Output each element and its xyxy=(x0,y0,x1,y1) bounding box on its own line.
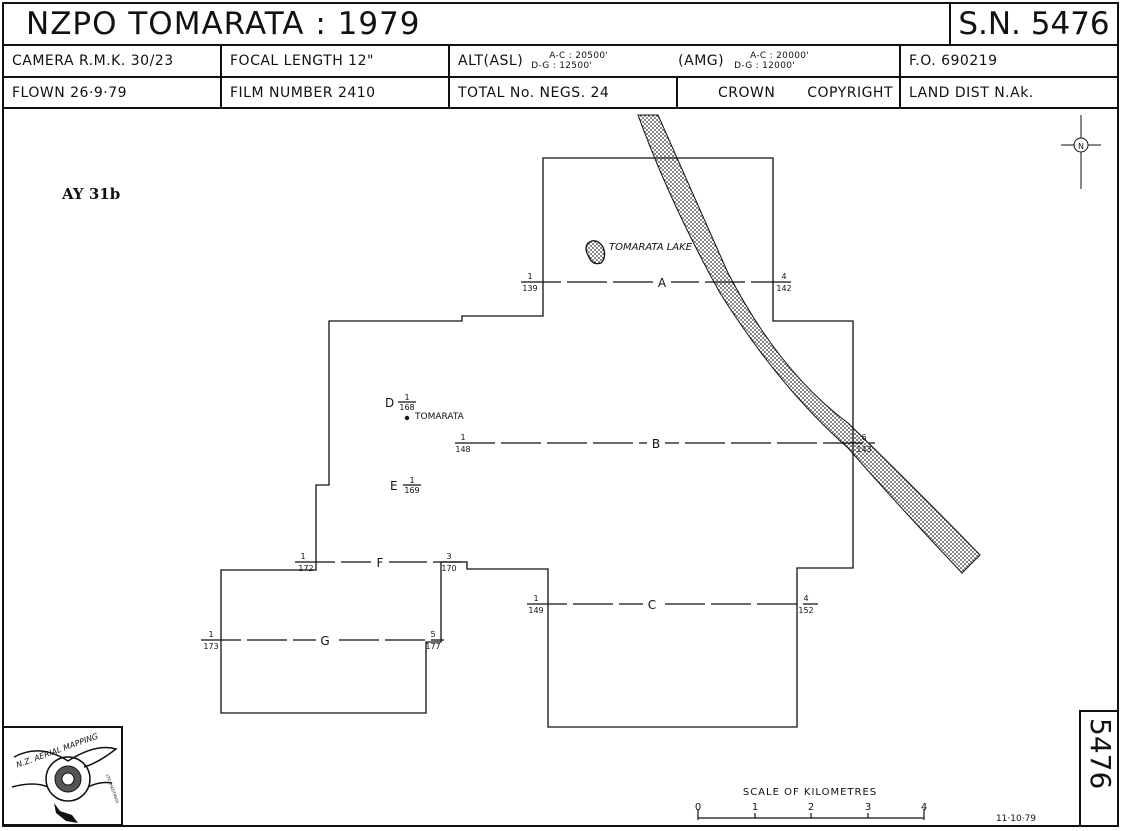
spot-photo-D: D 1 168 xyxy=(385,393,416,412)
strip-end-neg: 143 xyxy=(856,445,871,454)
spot-run: 1 xyxy=(404,393,409,402)
strip-label: G xyxy=(320,634,329,648)
crown-copyright-cell: CROWN COPYRIGHT xyxy=(678,78,901,107)
alt-asl-label: ALT(ASL) xyxy=(458,53,524,69)
logo-subtext: LTD. HASTINGS xyxy=(105,774,120,805)
sheet-number-cell: S.N. 5476 xyxy=(951,4,1117,44)
camera-value: CAMERA R.M.K. 30/23 xyxy=(12,53,174,69)
scale-tick: 1 xyxy=(752,802,758,813)
strip-F: F 1 172 3 170 xyxy=(295,552,462,573)
fo-cell: F.O. 690219 xyxy=(901,46,1117,76)
film-number-cell: FILM NUMBER 2410 xyxy=(222,78,450,107)
spot-label: E xyxy=(390,479,398,493)
strip-end-run: 6 xyxy=(861,433,866,442)
vertical-sheet-number: 5476 xyxy=(1084,718,1117,790)
info-row-2: FLOWN 26·9·79 FILM NUMBER 2410 TOTAL No.… xyxy=(4,78,1117,109)
strip-label: B xyxy=(652,437,660,451)
logo-box: N.Z. AERIAL MAPPING LTD. HASTINGS xyxy=(2,726,123,826)
page-title: NZPO TOMARATA : 1979 xyxy=(26,6,421,42)
coverage-boundary xyxy=(220,157,854,728)
alt-amg-ac: A-C : 20000' xyxy=(750,51,810,61)
spot-label: D xyxy=(385,396,394,410)
land-dist-value: LAND DIST N.Ak. xyxy=(909,84,1034,101)
strip-end-neg: 170 xyxy=(441,564,456,573)
spot-run: 1 xyxy=(409,476,414,485)
alt-asl-values: A-C : 20500' D-G : 12500' xyxy=(531,51,608,71)
strip-end-run: 4 xyxy=(781,272,786,281)
north-label: N xyxy=(1078,142,1084,151)
film-number-value: FILM NUMBER 2410 xyxy=(230,84,376,101)
strip-end-neg: 177 xyxy=(425,642,440,651)
strip-start-neg: 149 xyxy=(528,606,543,615)
flown-value: FLOWN 26·9·79 xyxy=(12,84,128,101)
sheet-number: S.N. 5476 xyxy=(958,6,1110,42)
strip-start-run: 1 xyxy=(208,630,213,639)
strip-start-neg: 172 xyxy=(298,564,313,573)
coastline-band xyxy=(637,114,981,574)
aerial-mapping-logo: N.Z. AERIAL MAPPING LTD. HASTINGS xyxy=(11,732,120,823)
strip-label: C xyxy=(648,598,656,612)
scale-tick: 3 xyxy=(865,802,871,813)
focal-length-value: FOCAL LENGTH 12" xyxy=(230,53,374,69)
scale-tick: 4 xyxy=(921,802,927,813)
scale-bar: SCALE OF KILOMETRES 0 1 2 3 4 xyxy=(695,787,927,820)
strip-start-run: 1 xyxy=(527,272,532,281)
alt-asl-ac: A-C : 20500' xyxy=(549,51,609,61)
alt-amg-dg: D-G : 12000' xyxy=(734,61,796,71)
strip-end-run: 4 xyxy=(803,594,808,603)
alt-amg-values: A-C : 20000' D-G : 12000' xyxy=(734,51,809,71)
title-row: NZPO TOMARATA : 1979 S.N. 5476 xyxy=(4,4,1117,46)
strip-C: C 1 149 4 152 xyxy=(527,594,818,615)
strip-start-run: 1 xyxy=(533,594,538,603)
altitude-cell: ALT(ASL) A-C : 20500' D-G : 12500' (AMG)… xyxy=(450,46,901,76)
strip-end-run: 5 xyxy=(430,630,435,639)
total-negs-value: TOTAL No. NEGS. 24 xyxy=(458,84,610,101)
strip-end-run: 3 xyxy=(446,552,451,561)
spot-neg: 169 xyxy=(404,486,419,495)
title-cell: NZPO TOMARATA : 1979 xyxy=(4,4,951,44)
strip-start-neg: 148 xyxy=(455,445,470,454)
alt-amg-label: (AMG) xyxy=(678,53,725,69)
tomarata-lake xyxy=(585,240,606,265)
flown-cell: FLOWN 26·9·79 xyxy=(4,78,222,107)
total-negs-cell: TOTAL No. NEGS. 24 xyxy=(450,78,678,107)
info-row-1: CAMERA R.M.K. 30/23 FOCAL LENGTH 12" ALT… xyxy=(4,46,1117,78)
strip-start-neg: 173 xyxy=(203,642,218,651)
strip-start-neg: 139 xyxy=(522,284,537,293)
strip-B: B 1 148 6 143 xyxy=(455,433,875,454)
town-dot xyxy=(404,415,410,421)
strip-start-run: 1 xyxy=(300,552,305,561)
compile-date: 11·10·79 xyxy=(996,814,1036,824)
lake-label: TOMARATA LAKE xyxy=(609,242,693,253)
crown-label: CROWN xyxy=(718,84,776,101)
fo-value: F.O. 690219 xyxy=(909,53,998,69)
vertical-sheet-number-box xyxy=(1079,710,1117,825)
flight-plan-map: TOMARATA LAKE AY 31b A 1 139 4 142 B 1 1… xyxy=(2,114,1101,826)
spot-photo-E: E 1 169 xyxy=(390,476,421,495)
scale-tick: 2 xyxy=(808,802,814,813)
strip-label: A xyxy=(658,276,667,290)
copyright-label: COPYRIGHT xyxy=(807,84,893,101)
north-arrow-icon: N xyxy=(1061,115,1101,189)
strip-A: A 1 139 4 142 xyxy=(521,272,795,293)
scale-caption: SCALE OF KILOMETRES xyxy=(743,787,877,798)
spot-neg: 168 xyxy=(399,403,414,412)
strip-label: F xyxy=(377,556,384,570)
strip-start-run: 1 xyxy=(460,433,465,442)
scale-tick: 0 xyxy=(695,802,701,813)
land-dist-cell: LAND DIST N.Ak. xyxy=(901,78,1117,107)
town-label: TOMARATA xyxy=(414,412,465,422)
alt-asl-dg: D-G : 12500' xyxy=(531,61,593,71)
focal-length-cell: FOCAL LENGTH 12" xyxy=(222,46,450,76)
strip-end-neg: 142 xyxy=(776,284,791,293)
strip-G: G 1 173 5 177 xyxy=(201,630,444,651)
map-code: AY 31b xyxy=(61,185,120,203)
camera-cell: CAMERA R.M.K. 30/23 xyxy=(4,46,222,76)
strip-end-neg: 152 xyxy=(798,606,813,615)
